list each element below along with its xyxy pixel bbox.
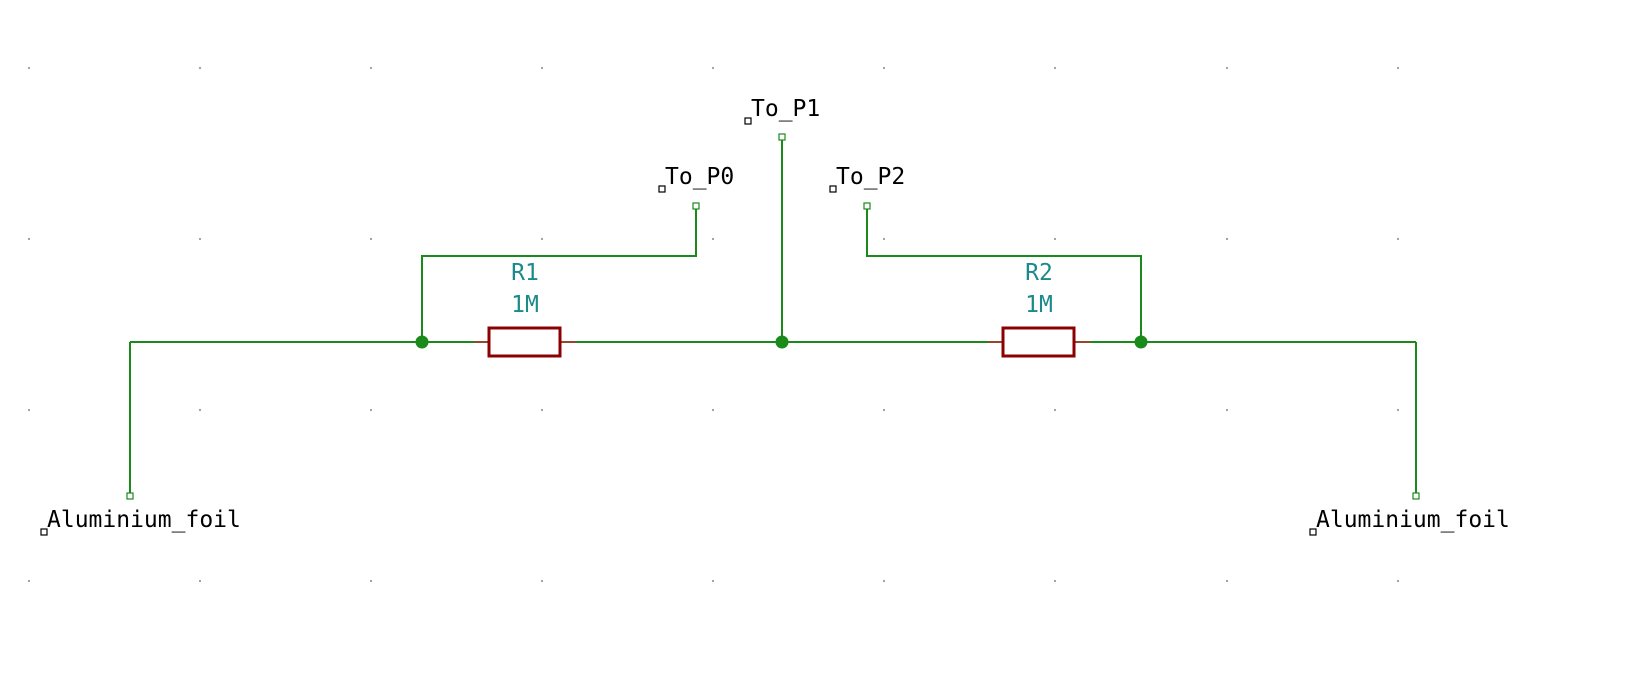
net-label-p1-anchor [744,117,752,125]
wires [129,137,1417,496]
pin-marker-right-foil [1412,492,1420,500]
grid-dot [198,237,202,241]
net-label-right-foil-anchor [1309,528,1317,536]
grid-dot [540,237,544,241]
grid-dot [1053,66,1057,70]
resistor-r1-reference: R1 [511,260,539,286]
grid-dot [540,66,544,70]
wire-p0[interactable] [421,206,697,342]
grid-dot [711,579,715,583]
grid-dot [711,408,715,412]
grid-dot [1225,237,1229,241]
junction-left [415,335,429,349]
pin-marker-p1 [778,133,786,141]
grid-dot [27,408,31,412]
grid-dot [369,237,373,241]
grid-dot [1396,66,1400,70]
grid-dot [1053,237,1057,241]
grid-dots [27,66,1400,583]
net-label-p0[interactable]: To_P0 [658,164,734,193]
resistor-r2-body[interactable] [1001,326,1076,358]
net-label-p2-anchor [829,185,837,193]
net-label-left-foil-text: Aluminium_foil [47,507,241,533]
net-label-p0-anchor [658,185,666,193]
grid-dot [1225,579,1229,583]
net-label-p1[interactable]: To_P1 [744,96,820,125]
pin-marker-left-foil [126,492,134,500]
grid-dot [1396,237,1400,241]
grid-dot [198,66,202,70]
wire-p2[interactable] [866,206,1142,342]
grid-dot [27,237,31,241]
grid-dot [882,237,886,241]
net-label-left-foil[interactable]: Aluminium_foil [40,507,241,536]
resistor-r1-body[interactable] [487,326,562,358]
grid-dot [1396,408,1400,412]
grid-dot [711,66,715,70]
grid-dot [1225,408,1229,412]
grid-dot [1053,579,1057,583]
grid-dot [540,408,544,412]
grid-dot [882,66,886,70]
grid-dot [882,579,886,583]
junction-right [1134,335,1148,349]
net-label-right-foil[interactable]: Aluminium_foil [1309,507,1510,536]
pin-marker-p0 [692,202,700,210]
net-label-p0-text: To_P0 [665,164,734,190]
net-label-left-foil-anchor [40,528,48,536]
net-label-right-foil-text: Aluminium_foil [1316,507,1510,533]
resistor-r1-value: 1M [511,292,539,318]
resistor-r2[interactable]: R2 1M [988,260,1090,358]
grid-dot [369,66,373,70]
junctions [415,335,1148,349]
grid-dot [369,408,373,412]
grid-dot [198,579,202,583]
grid-dot [540,579,544,583]
grid-dot [1225,66,1229,70]
resistor-r1[interactable]: R1 1M [474,260,576,358]
wire-end-markers [126,133,1420,500]
grid-dot [27,66,31,70]
grid-dot [1053,408,1057,412]
grid-dot [711,237,715,241]
net-label-p2-text: To_P2 [836,164,905,190]
net-label-p1-text: To_P1 [751,96,820,122]
grid-dot [1396,579,1400,583]
grid-dot [882,408,886,412]
grid-dot [369,579,373,583]
pin-marker-p2 [863,202,871,210]
resistor-r2-reference: R2 [1025,260,1053,286]
net-label-p2[interactable]: To_P2 [829,164,905,193]
grid-dot [198,408,202,412]
junction-center [775,335,789,349]
grid-dot [27,579,31,583]
resistor-r2-value: 1M [1025,292,1053,318]
